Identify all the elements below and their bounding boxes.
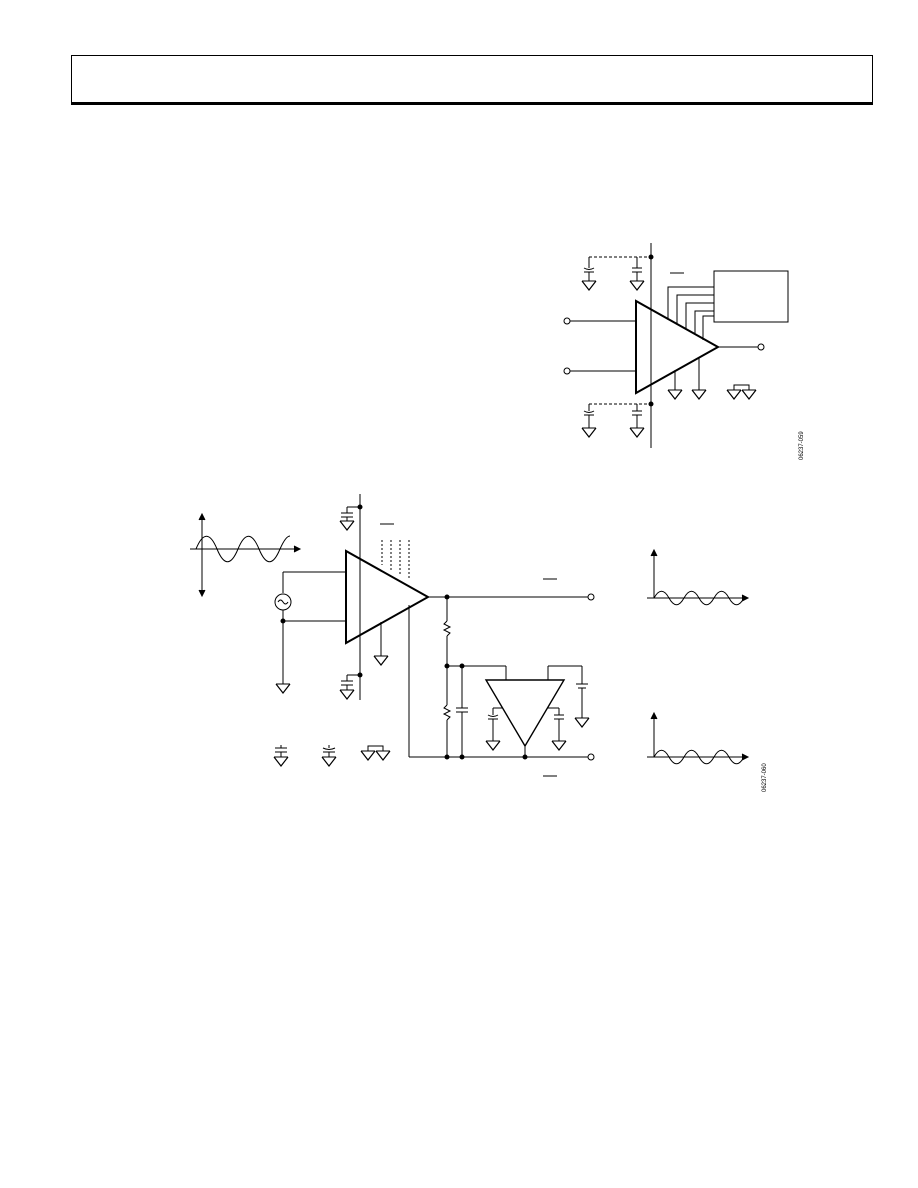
amplifier-triangle	[345, 549, 431, 645]
input-waveform-graph	[190, 512, 302, 598]
page-header-box	[71, 55, 873, 105]
figure-id-top: 06237-059	[799, 431, 805, 460]
control-logic-box	[713, 270, 789, 323]
figure-id-bottom: 06237-060	[762, 763, 768, 792]
output-waveform-graph-2	[647, 711, 750, 765]
second-amplifier-triangle	[484, 679, 566, 748]
bottom-schematic: 06237-060	[190, 494, 768, 792]
output-waveform-graph-1	[647, 548, 750, 606]
top-schematic: 06237-059	[563, 243, 805, 460]
